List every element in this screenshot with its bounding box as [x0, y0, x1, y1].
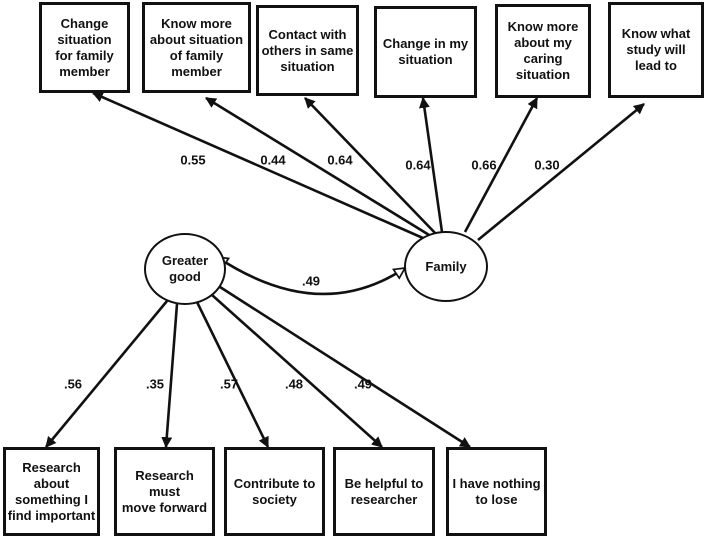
- top-box-know-what-study: Know what study will lead to: [608, 2, 704, 98]
- arrow-family-to-top-2: [205, 96, 435, 240]
- arrow-greater-good-to-bottom-4: [211, 294, 383, 448]
- latent-family-label: Family: [425, 258, 467, 274]
- top-box-2-label: Know more about situation of family memb…: [149, 15, 244, 79]
- arrow-family-to-top-6: [477, 102, 645, 242]
- top-box-change-situation-family: Change situation for family member: [39, 2, 130, 93]
- bottom-box-research-forward: Research must move forward: [114, 447, 215, 536]
- top-box-4-label: Change in my situation: [382, 36, 469, 67]
- loading-bottom-3: .57: [219, 376, 239, 392]
- arrow-greater-good-to-bottom-5: [219, 285, 471, 449]
- bottom-box-5-label: I have nothing to lose: [452, 475, 541, 507]
- latent-greater-good: Greater good: [144, 233, 226, 305]
- arrow-family-to-top-4: [418, 96, 444, 233]
- loading-top-3: 0.64: [327, 152, 353, 168]
- loading-bottom-2: .35: [145, 376, 165, 392]
- bottom-box-2-label: Research must move forward: [121, 467, 208, 515]
- latent-greater-good-label: Greater good: [161, 253, 209, 284]
- arrow-greater-good-to-bottom-1: [44, 300, 169, 448]
- loading-top-4: 0.64: [405, 157, 431, 173]
- latent-family: Family: [404, 231, 488, 302]
- bottom-box-contribute-society: Contribute to society: [224, 447, 325, 536]
- bottom-box-research-important: Research about something I find importan…: [3, 447, 100, 536]
- top-box-know-more-caring: Know more about my caring situation: [495, 4, 591, 98]
- top-box-5-label: Know more about my caring situation: [507, 19, 579, 82]
- bottom-box-helpful-researcher: Be helpful to researcher: [333, 447, 435, 536]
- top-box-know-more-family: Know more about situation of family memb…: [142, 2, 251, 93]
- bottom-box-1-label: Research about something I find importan…: [7, 459, 96, 523]
- loading-bottom-1: .56: [63, 376, 83, 392]
- loading-top-2: 0.44: [260, 152, 286, 168]
- top-box-1-label: Change situation for family member: [55, 15, 114, 79]
- bottom-box-3-label: Contribute to society: [233, 475, 316, 507]
- loading-bottom-4: .48: [284, 376, 304, 392]
- loading-top-5: 0.66: [471, 157, 497, 173]
- top-box-3-label: Contact with others in same situation: [261, 26, 354, 74]
- bottom-box-nothing-to-lose: I have nothing to lose: [446, 447, 547, 536]
- arrow-family-to-top-5: [463, 97, 539, 233]
- arrow-greater-good-to-bottom-3: [195, 301, 270, 448]
- loading-top-6: 0.30: [534, 157, 560, 173]
- top-box-6-label: Know what study will lead to: [621, 26, 691, 73]
- top-box-change-my-situation: Change in my situation: [374, 6, 477, 98]
- loading-top-1: 0.55: [180, 152, 206, 168]
- top-box-contact-others: Contact with others in same situation: [256, 5, 359, 96]
- correlation-value: .49: [301, 273, 321, 289]
- bottom-box-4-label: Be helpful to researcher: [344, 475, 424, 507]
- loading-bottom-5: .49: [353, 376, 373, 392]
- arrow-greater-good-to-bottom-2: [161, 303, 179, 449]
- correlation-arc: [217, 255, 405, 296]
- arrow-family-to-top-1: [92, 91, 433, 244]
- arrow-family-to-top-3: [304, 97, 438, 236]
